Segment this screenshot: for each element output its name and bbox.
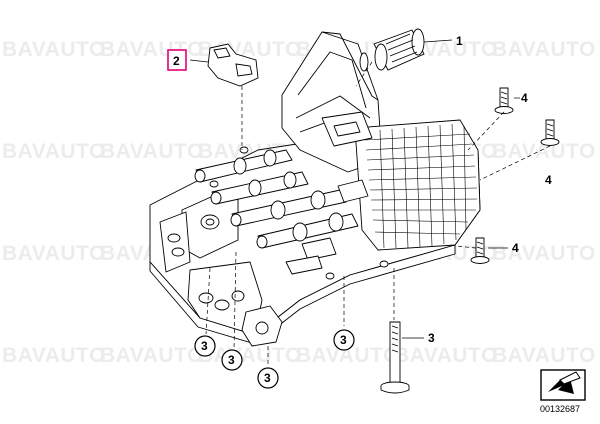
callout-4-label: 4 bbox=[545, 173, 552, 187]
callout-3-label: 3 bbox=[201, 339, 208, 353]
callout-1[interactable]: 1 bbox=[456, 34, 463, 48]
callout-3-circle-c[interactable]: 3 bbox=[257, 367, 279, 389]
watermark-text: BAVAUTO bbox=[2, 140, 106, 163]
watermark-text: BAVAUTO bbox=[492, 242, 596, 265]
callout-3-circle-b[interactable]: 3 bbox=[221, 349, 243, 371]
callout-3-circle-a[interactable]: 3 bbox=[194, 335, 216, 357]
part-4-screw-middle[interactable] bbox=[470, 237, 490, 264]
callout-4-middle[interactable]: 4 bbox=[512, 241, 519, 255]
callout-3-circle-d[interactable]: 3 bbox=[333, 329, 355, 351]
callout-3-label: 3 bbox=[264, 371, 271, 385]
watermark-text: BAVAUTO bbox=[100, 344, 204, 367]
leader-lines bbox=[189, 39, 520, 339]
part-1-connector-sleeve[interactable] bbox=[359, 28, 425, 72]
part-3-long-bolt[interactable] bbox=[380, 321, 410, 394]
callout-4-right[interactable]: 4 bbox=[545, 173, 552, 187]
watermark-text: BAVAUTO bbox=[492, 344, 596, 367]
watermark-text: BAVAUTO bbox=[100, 140, 204, 163]
part-4-screw-right[interactable] bbox=[540, 119, 560, 146]
valve-body-assembly[interactable] bbox=[149, 31, 481, 347]
callout-3-label: 3 bbox=[340, 333, 347, 347]
watermark-text: BAVAUTO bbox=[2, 242, 106, 265]
callout-1-label: 1 bbox=[456, 34, 463, 48]
part-4-screw-top[interactable] bbox=[494, 87, 514, 114]
watermark-text: BAVAUTO bbox=[296, 344, 400, 367]
watermark-text: BAVAUTO bbox=[492, 140, 596, 163]
watermark-text: BAVAUTO bbox=[2, 38, 106, 61]
part-2-adapter-seal[interactable] bbox=[207, 43, 259, 87]
diagram-number: 00132687 bbox=[540, 404, 581, 414]
callout-3-label: 3 bbox=[428, 331, 435, 345]
watermark-text: BAVAUTO bbox=[2, 344, 106, 367]
callout-4-label: 4 bbox=[512, 241, 519, 255]
callout-4-top[interactable]: 4 bbox=[521, 91, 528, 105]
callout-3-bolt[interactable]: 3 bbox=[428, 331, 435, 345]
callout-2[interactable]: 2 bbox=[167, 49, 187, 71]
arrow-next-icon[interactable] bbox=[540, 369, 586, 401]
callout-3-label: 3 bbox=[228, 353, 235, 367]
callout-2-highlight-box bbox=[167, 49, 187, 71]
callout-2-label: 2 bbox=[173, 54, 180, 68]
callout-4-label: 4 bbox=[521, 91, 528, 105]
dashed-guides bbox=[205, 61, 551, 366]
watermark-text: BAVAUTO bbox=[394, 344, 498, 367]
watermark-text: BAVAUTO bbox=[492, 38, 596, 61]
